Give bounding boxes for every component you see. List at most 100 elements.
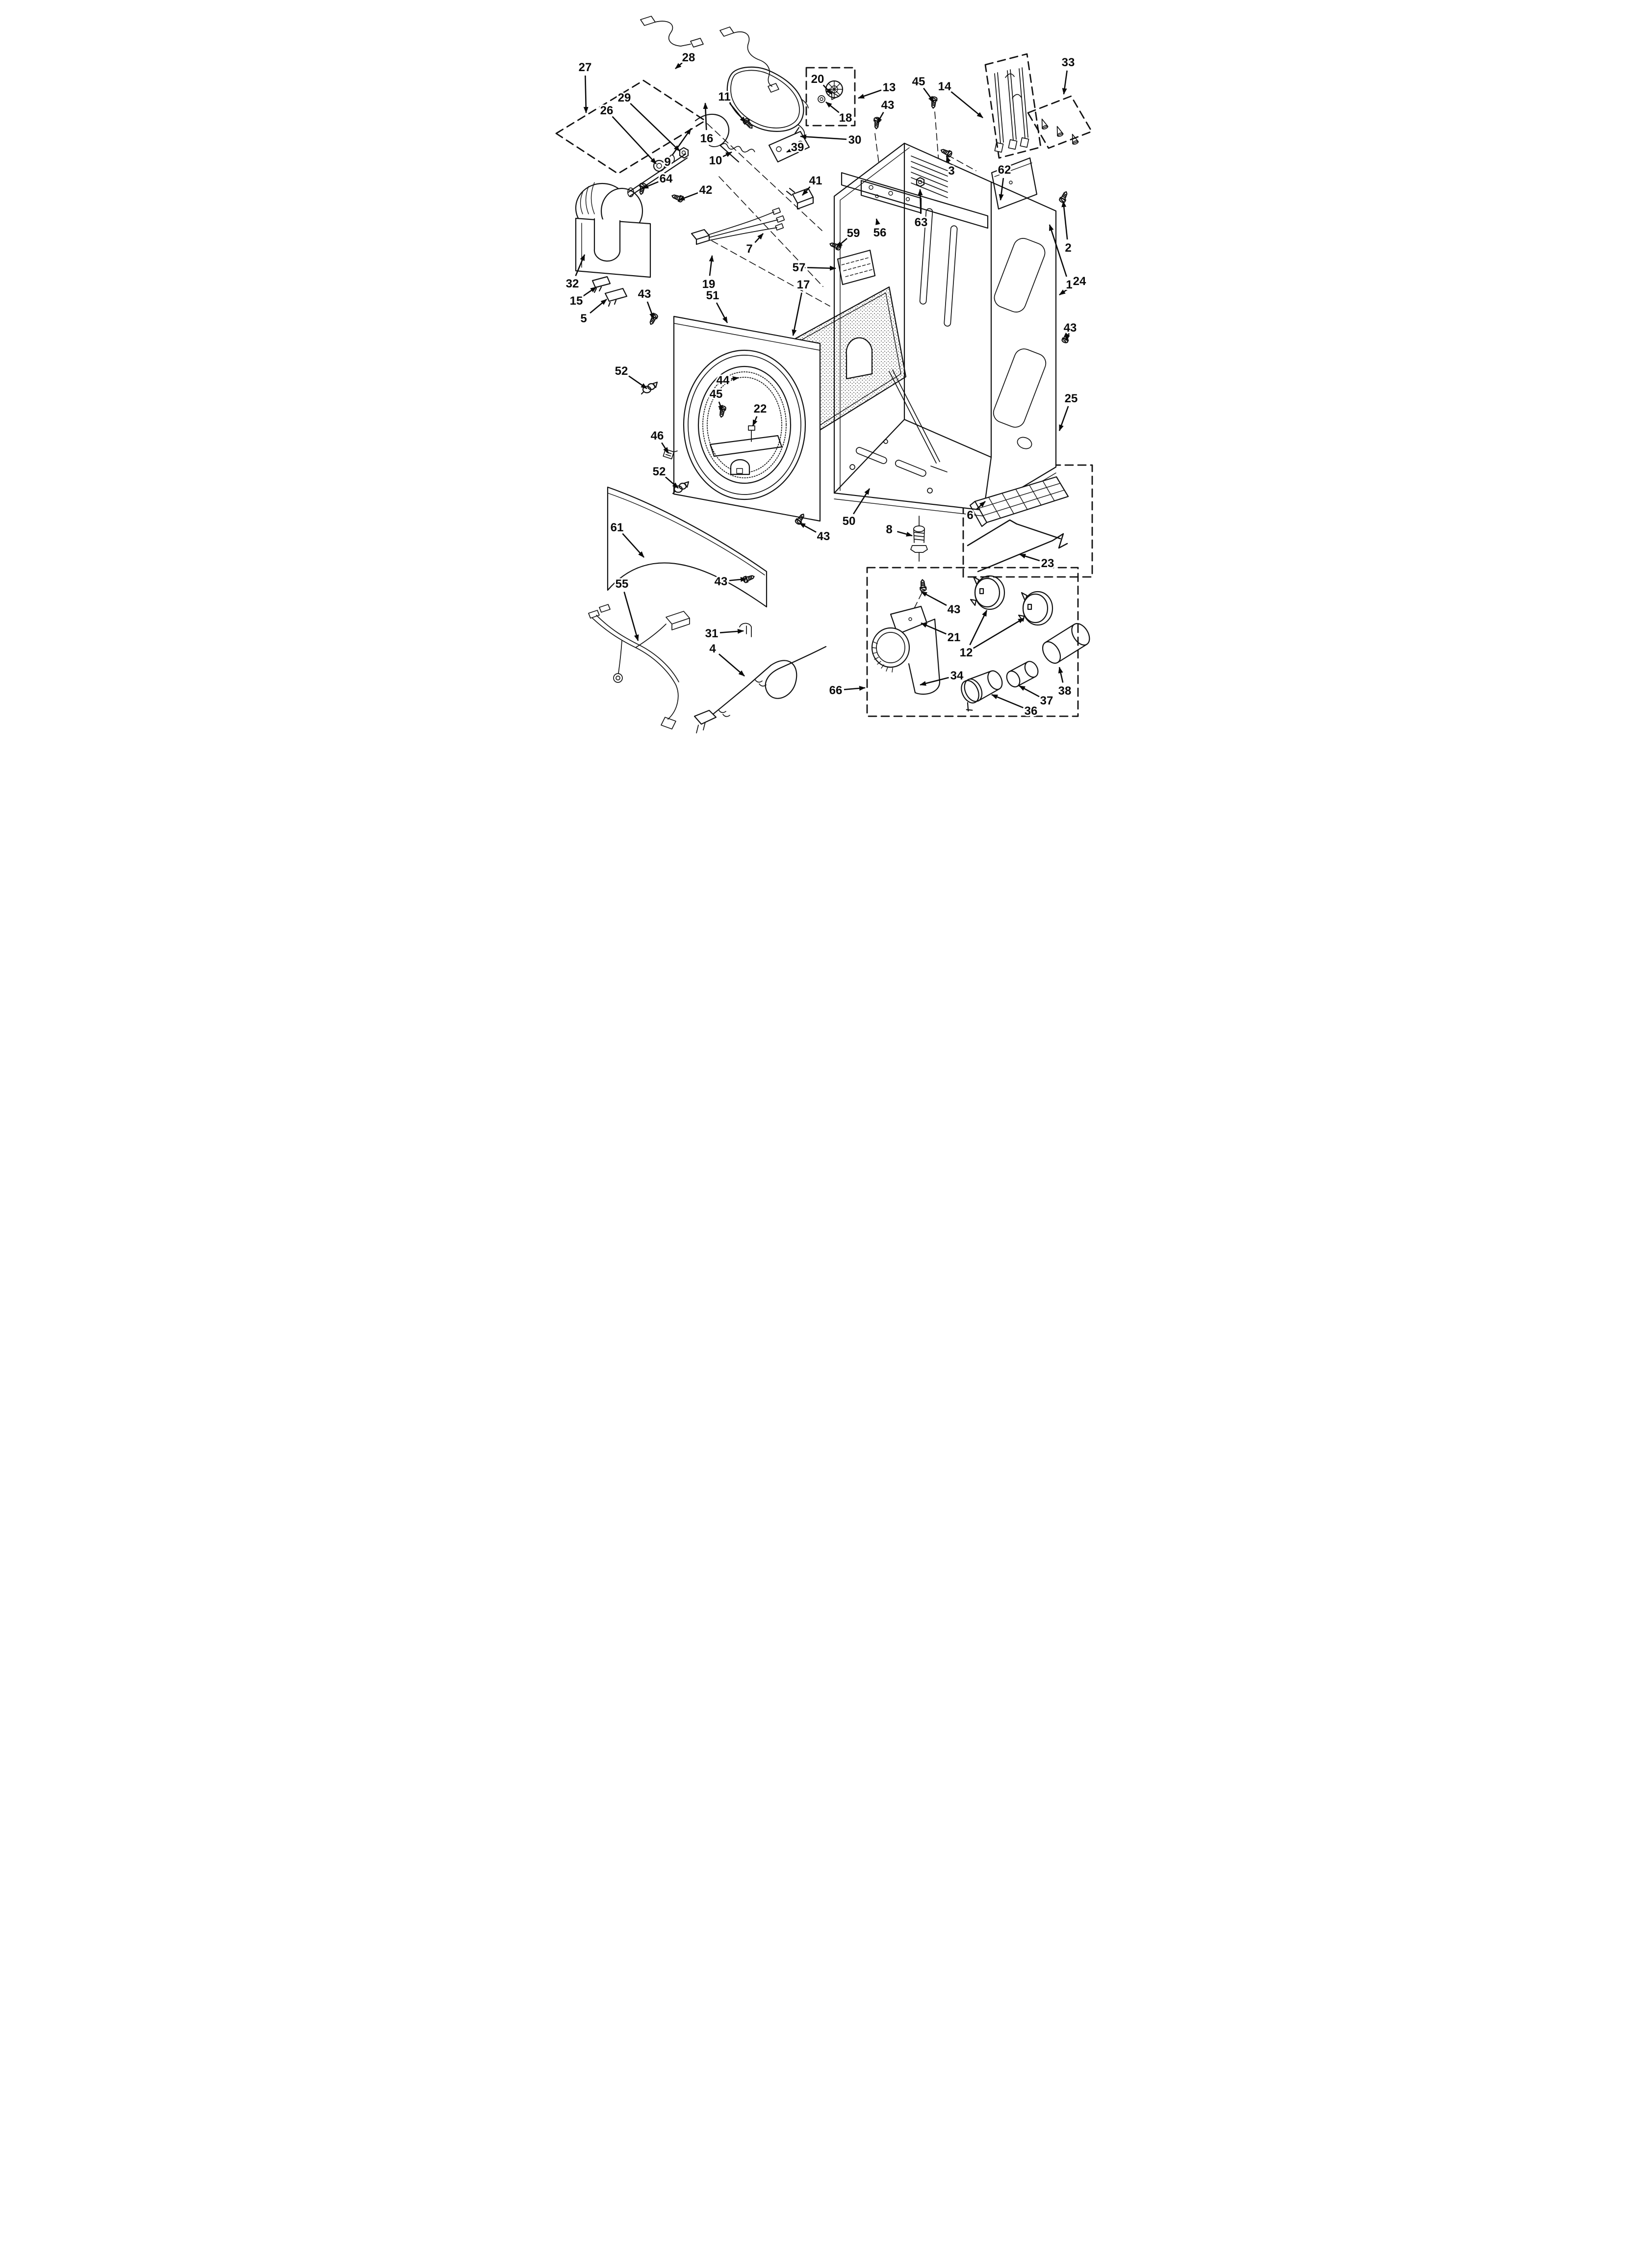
thermal-fuse-kit xyxy=(994,67,1029,153)
callout-leader-19 xyxy=(709,255,714,276)
callout-leader-66 xyxy=(844,686,866,691)
callout-label-50-46: 50 xyxy=(843,515,856,528)
callout-leader-28 xyxy=(675,62,683,69)
callout-leader-24 xyxy=(1059,285,1073,296)
callout-leader-43 xyxy=(921,591,947,606)
callout-label-13-10: 13 xyxy=(883,81,896,94)
callout-leader-39 xyxy=(786,147,793,153)
idler-assembly xyxy=(694,113,810,163)
callout-label-28-1: 28 xyxy=(682,51,695,64)
callout-leader-64 xyxy=(642,181,659,189)
callout-label-61-45: 61 xyxy=(611,521,624,534)
callout-leader-38 xyxy=(1058,667,1064,683)
callout-leader-43 xyxy=(1065,334,1070,341)
access-panel xyxy=(607,486,768,608)
callout-leader-52 xyxy=(665,476,679,489)
callout-label-45-14: 45 xyxy=(912,75,925,88)
callout-label-43-56: 43 xyxy=(948,603,961,616)
callout-label-5-33: 5 xyxy=(580,312,587,325)
callout-leader-17 xyxy=(792,292,802,336)
idler-pulley-kit xyxy=(818,80,844,103)
callout-leader-11 xyxy=(729,103,746,123)
callout-label-44-40: 44 xyxy=(717,374,730,387)
callout-leader-56 xyxy=(875,218,880,225)
callout-label-14-15: 14 xyxy=(938,80,951,93)
callout-leader-16 xyxy=(703,103,708,130)
callout-leader-12 xyxy=(969,610,988,646)
callout-label-20-9: 20 xyxy=(811,73,824,86)
callout-leader-34 xyxy=(920,677,949,686)
callout-label-43-13: 43 xyxy=(881,99,895,112)
callout-label-4-54: 4 xyxy=(709,642,716,655)
callout-label-1-21: 1 xyxy=(1066,278,1072,291)
callout-leader-45 xyxy=(718,401,723,412)
callout-leader-5 xyxy=(590,298,607,314)
callout-leader-15 xyxy=(583,286,597,297)
callout-label-21-57: 21 xyxy=(948,631,961,644)
callout-label-57-29: 57 xyxy=(793,261,806,274)
callout-label-43-38: 43 xyxy=(1064,321,1077,335)
callout-label-43-34: 43 xyxy=(638,287,651,301)
callout-leader-51 xyxy=(716,302,728,323)
callout-leader-6 xyxy=(975,501,986,510)
callout-label-25-37: 25 xyxy=(1065,392,1078,405)
callout-leader-63 xyxy=(918,189,923,214)
front-panel xyxy=(673,315,821,522)
callout-leader-32 xyxy=(575,254,586,276)
callout-label-52-44: 52 xyxy=(653,465,666,478)
callout-leader-30 xyxy=(800,134,847,140)
callout-leader-61 xyxy=(622,533,644,558)
callout-label-36-62: 36 xyxy=(1025,704,1038,718)
callout-label-2-20: 2 xyxy=(1065,241,1071,255)
callout-label-12-58: 12 xyxy=(960,646,973,659)
pulley-kit-box xyxy=(805,67,856,127)
callout-label-24-22: 24 xyxy=(1073,275,1086,288)
main-wire-harness xyxy=(588,604,690,730)
motor-kit-box xyxy=(555,79,706,175)
callout-leader-20 xyxy=(822,84,832,95)
callout-label-30-12: 30 xyxy=(848,133,862,147)
callout-label-43-48: 43 xyxy=(817,530,830,543)
callout-leader-12 xyxy=(973,617,1025,649)
callout-leader-7 xyxy=(754,233,764,243)
drive-belt xyxy=(726,66,809,136)
callout-leader-43 xyxy=(646,301,655,319)
callout-leader-43 xyxy=(729,577,747,582)
callout-label-33-16: 33 xyxy=(1062,56,1075,69)
callout-label-23-50: 23 xyxy=(1041,557,1054,570)
callout-label-3-17: 3 xyxy=(948,164,954,178)
callout-leader-25 xyxy=(1058,406,1069,431)
callout-label-42-24: 42 xyxy=(699,183,713,197)
callout-label-52-39: 52 xyxy=(615,365,628,378)
callout-leader-10 xyxy=(722,151,732,157)
cabinet-shell xyxy=(833,142,1057,517)
callout-leader-13 xyxy=(858,89,882,99)
callout-leader-22 xyxy=(752,416,758,426)
callout-label-22-42: 22 xyxy=(754,402,767,416)
callout-label-6-49: 6 xyxy=(967,509,973,522)
power-cord xyxy=(693,623,827,733)
chute-wire xyxy=(967,519,1068,573)
callout-label-10-7: 10 xyxy=(709,154,722,167)
callout-label-8-47: 8 xyxy=(886,523,892,536)
callout-label-7-26: 7 xyxy=(746,242,752,256)
callout-label-59-27: 59 xyxy=(847,227,860,240)
callout-leader-14 xyxy=(950,91,983,119)
lint-grille xyxy=(969,476,1069,527)
callout-leader-44 xyxy=(731,376,739,381)
callout-label-17-30: 17 xyxy=(797,278,810,291)
callout-label-45-41: 45 xyxy=(710,388,723,401)
callout-leader-50 xyxy=(853,488,871,515)
thermal-kit-box xyxy=(984,53,1042,159)
callout-leader-45 xyxy=(923,87,935,103)
callout-leader-37 xyxy=(1019,685,1040,698)
callout-label-55-52: 55 xyxy=(616,577,629,591)
callout-label-16-5: 16 xyxy=(700,132,714,145)
callout-leader-2 xyxy=(1061,201,1068,240)
callout-label-56-28: 56 xyxy=(873,226,887,239)
door-clip xyxy=(641,381,658,395)
leveling-leg xyxy=(910,516,928,562)
callout-leader-27 xyxy=(583,75,589,113)
callout-leader-9 xyxy=(671,128,692,156)
